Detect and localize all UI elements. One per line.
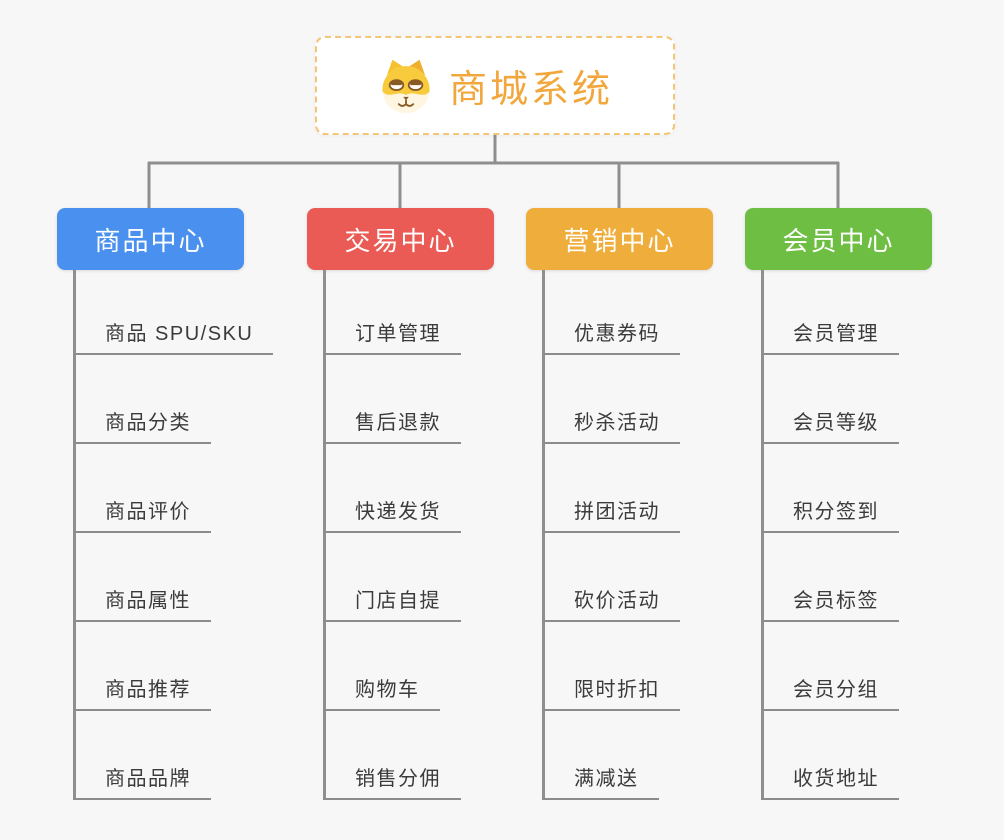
- leaf-node[interactable]: 商品评价: [73, 495, 211, 533]
- branch-leaves: 会员管理 会员等级 积分签到 会员标签 会员分组 收货地址: [761, 266, 899, 800]
- leaf-row: 购物车: [323, 622, 461, 711]
- leaf-node[interactable]: 砍价活动: [542, 584, 680, 622]
- leaf-row: 满减送: [542, 711, 680, 800]
- leaf-node[interactable]: 限时折扣: [542, 673, 680, 711]
- branch-trunk-line: [73, 270, 76, 800]
- leaf-row: 门店自提: [323, 533, 461, 622]
- branch-leaves: 订单管理 售后退款 快递发货 门店自提 购物车 销售分佣: [323, 266, 461, 800]
- leaf-node[interactable]: 会员标签: [761, 584, 899, 622]
- leaf-row: 积分签到: [761, 444, 899, 533]
- branch-leaves: 商品 SPU/SKU 商品分类 商品评价 商品属性 商品推荐 商品品牌: [73, 266, 274, 800]
- dog-icon: [377, 57, 435, 115]
- leaf-row: 商品 SPU/SKU: [73, 266, 274, 355]
- leaf-node[interactable]: 会员管理: [761, 317, 899, 355]
- leaf-node[interactable]: 会员分组: [761, 673, 899, 711]
- leaf-row: 商品评价: [73, 444, 273, 533]
- branch-label: 交易中心: [344, 225, 457, 256]
- leaf-node[interactable]: 商品属性: [73, 584, 211, 622]
- branch-node[interactable]: 交易中心: [307, 208, 494, 270]
- leaf-row: 商品分类: [73, 355, 273, 444]
- leaf-row: 拼团活动: [542, 444, 680, 533]
- leaf-row: 会员管理: [761, 266, 899, 355]
- leaf-node[interactable]: 收货地址: [761, 762, 899, 800]
- leaf-row: 商品品牌: [73, 711, 273, 800]
- branch-label: 会员中心: [782, 225, 895, 256]
- leaf-node[interactable]: 商品品牌: [73, 762, 211, 800]
- leaf-row: 会员等级: [761, 355, 899, 444]
- branch-node[interactable]: 营销中心: [526, 208, 713, 270]
- leaf-node[interactable]: 购物车: [323, 673, 440, 711]
- branch-label: 商品中心: [94, 225, 207, 256]
- leaf-node[interactable]: 拼团活动: [542, 495, 680, 533]
- branch-leaves: 优惠券码 秒杀活动 拼团活动 砍价活动 限时折扣 满减送: [542, 266, 680, 800]
- leaf-node[interactable]: 积分签到: [761, 495, 899, 533]
- leaf-row: 收货地址: [761, 711, 899, 800]
- leaf-row: 销售分佣: [323, 711, 461, 800]
- branch-trunk-line: [323, 270, 326, 800]
- leaf-row: 限时折扣: [542, 622, 680, 711]
- leaf-row: 商品属性: [73, 533, 273, 622]
- leaf-node[interactable]: 订单管理: [323, 317, 461, 355]
- leaf-row: 砍价活动: [542, 533, 680, 622]
- leaf-node[interactable]: 会员等级: [761, 406, 899, 444]
- leaf-row: 会员分组: [761, 622, 899, 711]
- branch-trunk-line: [542, 270, 545, 800]
- leaf-node[interactable]: 商品推荐: [73, 673, 211, 711]
- leaf-row: 会员标签: [761, 533, 899, 622]
- leaf-node[interactable]: 优惠券码: [542, 317, 680, 355]
- leaf-node[interactable]: 销售分佣: [323, 762, 461, 800]
- leaf-row: 订单管理: [323, 266, 461, 355]
- leaf-node[interactable]: 售后退款: [323, 406, 461, 444]
- leaf-row: 优惠券码: [542, 266, 680, 355]
- leaf-node[interactable]: 快递发货: [323, 495, 461, 533]
- leaf-node[interactable]: 门店自提: [323, 584, 461, 622]
- leaf-node[interactable]: 满减送: [542, 762, 659, 800]
- leaf-row: 售后退款: [323, 355, 461, 444]
- root-title: 商城系统: [448, 69, 613, 111]
- branch-node[interactable]: 商品中心: [57, 208, 244, 270]
- branch-node[interactable]: 会员中心: [745, 208, 932, 270]
- root-node[interactable]: 商城系统: [315, 36, 675, 135]
- leaf-row: 商品推荐: [73, 622, 273, 711]
- leaf-node[interactable]: 商品 SPU/SKU: [73, 317, 274, 355]
- branch-trunk-line: [761, 270, 764, 800]
- leaf-row: 快递发货: [323, 444, 461, 533]
- leaf-row: 秒杀活动: [542, 355, 680, 444]
- leaf-node[interactable]: 秒杀活动: [542, 406, 680, 444]
- branch-label: 营销中心: [563, 225, 676, 256]
- leaf-node[interactable]: 商品分类: [73, 406, 211, 444]
